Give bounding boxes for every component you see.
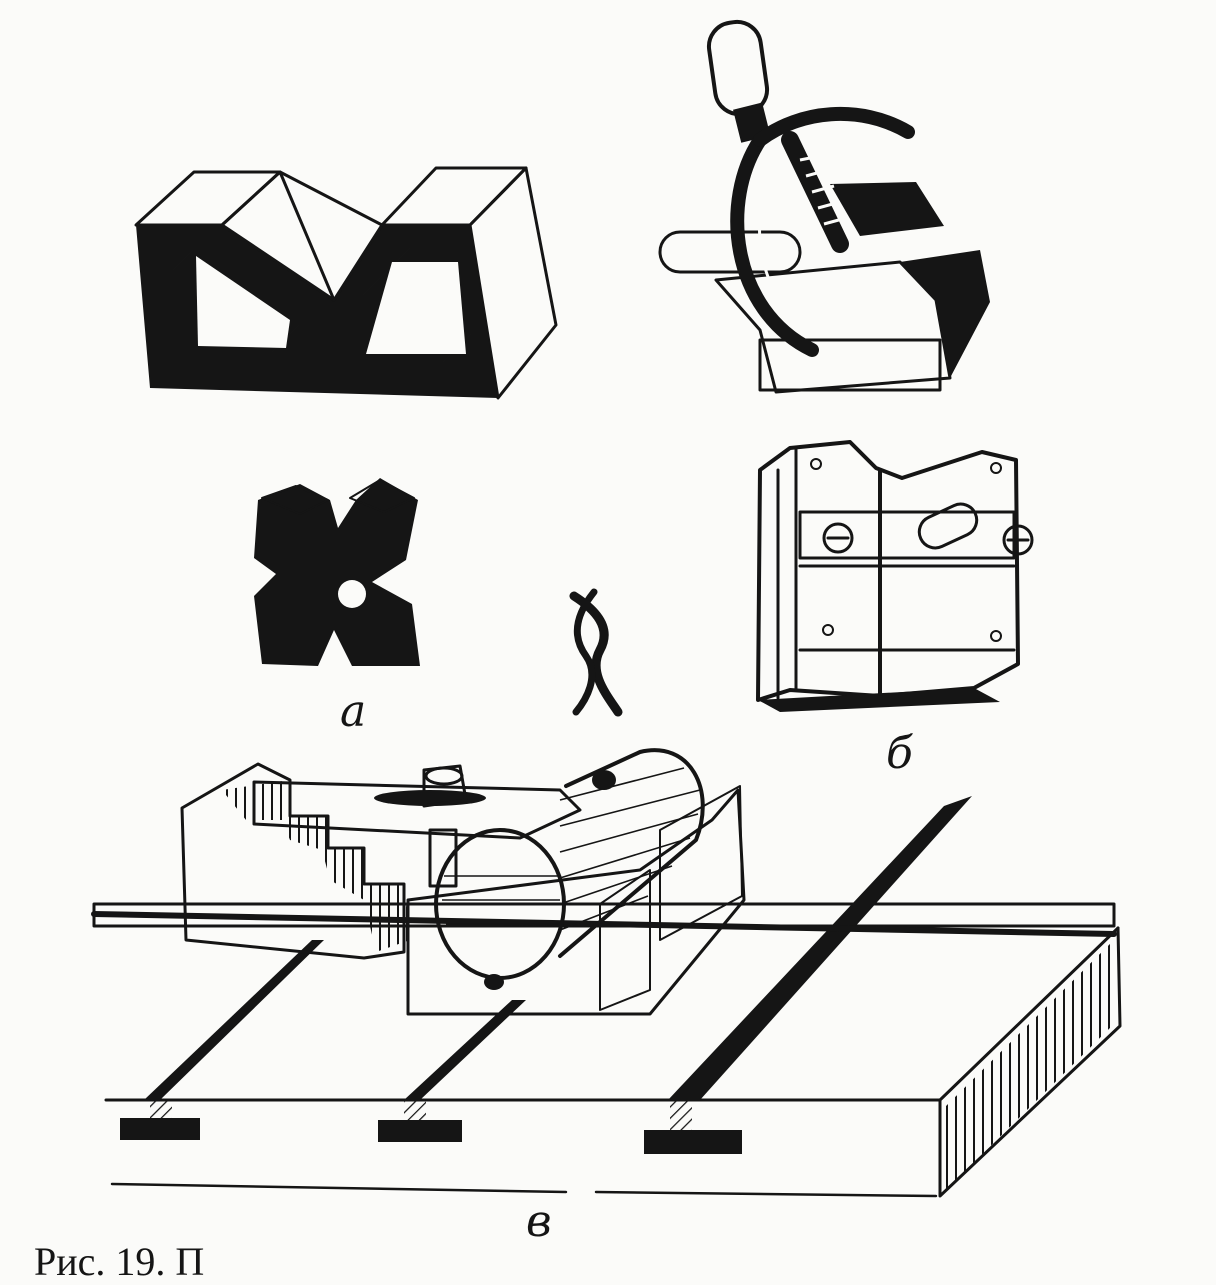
base-line-right [594, 1190, 938, 1198]
twist-drill [569, 588, 623, 717]
label-v: в [526, 1196, 552, 1247]
label-a: а [340, 686, 367, 737]
v-block-cross [254, 478, 420, 666]
t-slots [120, 796, 972, 1154]
v-block-clamp [658, 19, 990, 394]
base-line-left [110, 1182, 568, 1194]
v-block-large [134, 166, 558, 400]
label-b: б [886, 728, 913, 779]
adjustable-v-block [756, 440, 1034, 712]
figure-caption: Рис. 19. П [34, 1239, 205, 1284]
table-setup [91, 748, 1122, 1198]
